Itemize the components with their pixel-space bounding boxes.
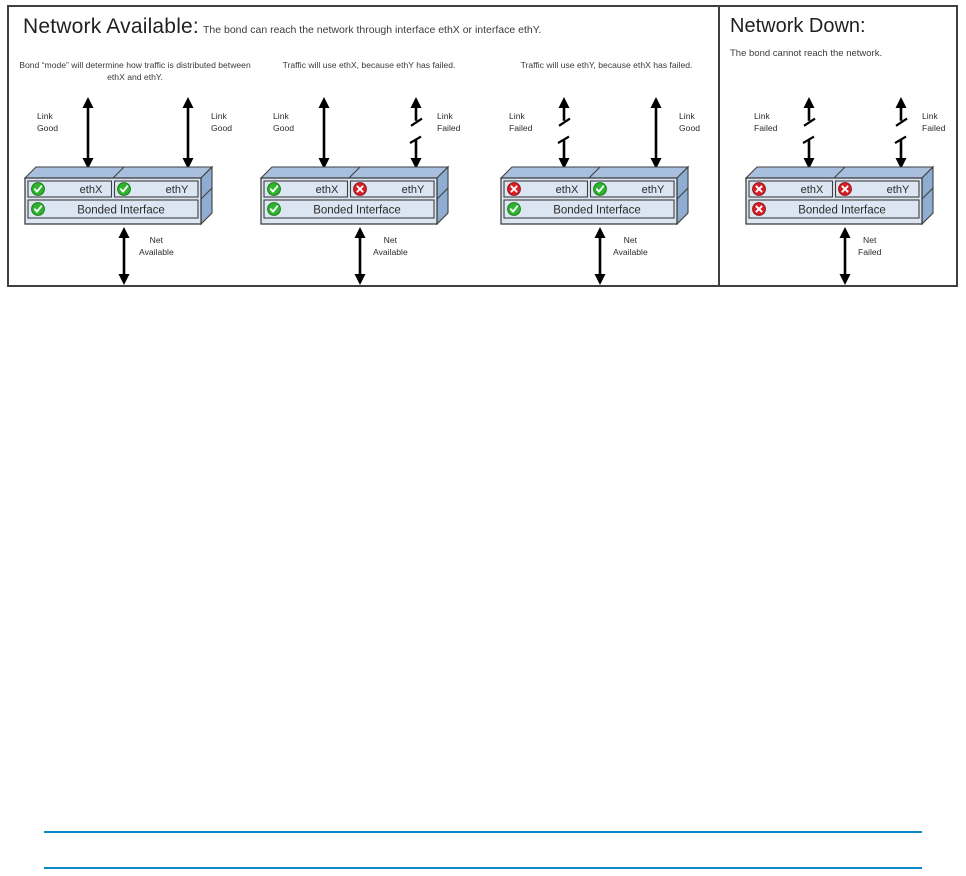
svg-text:ethY: ethY (642, 184, 665, 196)
status-ok-icon (31, 202, 45, 216)
panel-divider (718, 7, 720, 285)
status-fail-icon (838, 182, 852, 196)
svg-text:Bonded Interface: Bonded Interface (553, 205, 641, 217)
net-arrow-icon (347, 227, 373, 285)
link-good-arrow-icon (173, 97, 203, 169)
status-fail-icon (752, 182, 766, 196)
status-ok-icon (507, 202, 521, 216)
status-ok-icon (31, 182, 45, 196)
status-ok-icon (267, 182, 281, 196)
net-arrow-icon (587, 227, 613, 285)
svg-text:ethY: ethY (887, 184, 910, 196)
link-failed-arrow-icon (549, 97, 579, 169)
svg-text:Bonded Interface: Bonded Interface (313, 205, 401, 217)
link-failed-arrow-icon (886, 97, 916, 169)
scenario-panel-1: Bond “mode” will determine how traffic i… (19, 59, 251, 287)
network-down-subtitle: The bond cannot reach the network. (730, 48, 883, 59)
status-fail-icon (507, 182, 521, 196)
status-fail-icon (353, 182, 367, 196)
svg-text:ethX: ethX (801, 184, 824, 196)
link-failed-arrow-icon (794, 97, 824, 169)
bonding-diagram-frame: Network Available:The bond can reach the… (7, 5, 958, 287)
link-good-arrow-icon (73, 97, 103, 169)
link-good-arrow-icon (641, 97, 671, 169)
status-ok-icon (267, 202, 281, 216)
scenario-panel-2: Traffic will use ethX, because ethY has … (259, 59, 479, 287)
link-failed-arrow-icon (401, 97, 431, 169)
svg-text:Bonded Interface: Bonded Interface (77, 205, 165, 217)
net-arrow-icon (832, 227, 858, 285)
svg-text:Bonded Interface: Bonded Interface (798, 205, 886, 217)
svg-text:ethX: ethX (556, 184, 579, 196)
panel-caption: Traffic will use ethX, because ethY has … (282, 60, 456, 70)
network-down-heading: Network Down: The bond cannot reach the … (730, 15, 882, 59)
status-ok-icon (593, 182, 607, 196)
horizontal-rule-top (44, 831, 922, 833)
svg-text:ethX: ethX (316, 184, 339, 196)
scenario-panel-3: Traffic will use ethY, because ethX has … (499, 59, 714, 287)
svg-text:ethX: ethX (80, 184, 103, 196)
network-available-heading: Network Available:The bond can reach the… (23, 15, 541, 39)
horizontal-rule-bottom (44, 867, 922, 869)
status-fail-icon (752, 202, 766, 216)
link-good-arrow-icon (309, 97, 339, 169)
net-arrow-icon (111, 227, 137, 285)
network-down-title: Network Down: (730, 15, 866, 37)
network-available-title: Network Available: (23, 15, 199, 38)
status-ok-icon (117, 182, 131, 196)
svg-text:ethY: ethY (402, 184, 425, 196)
network-available-subtitle: The bond can reach the network through i… (202, 24, 542, 36)
panel-caption: Traffic will use ethY, because ethX has … (520, 60, 693, 70)
svg-text:ethY: ethY (166, 184, 189, 196)
panel-caption: Bond “mode” will determine how traffic i… (19, 60, 251, 83)
